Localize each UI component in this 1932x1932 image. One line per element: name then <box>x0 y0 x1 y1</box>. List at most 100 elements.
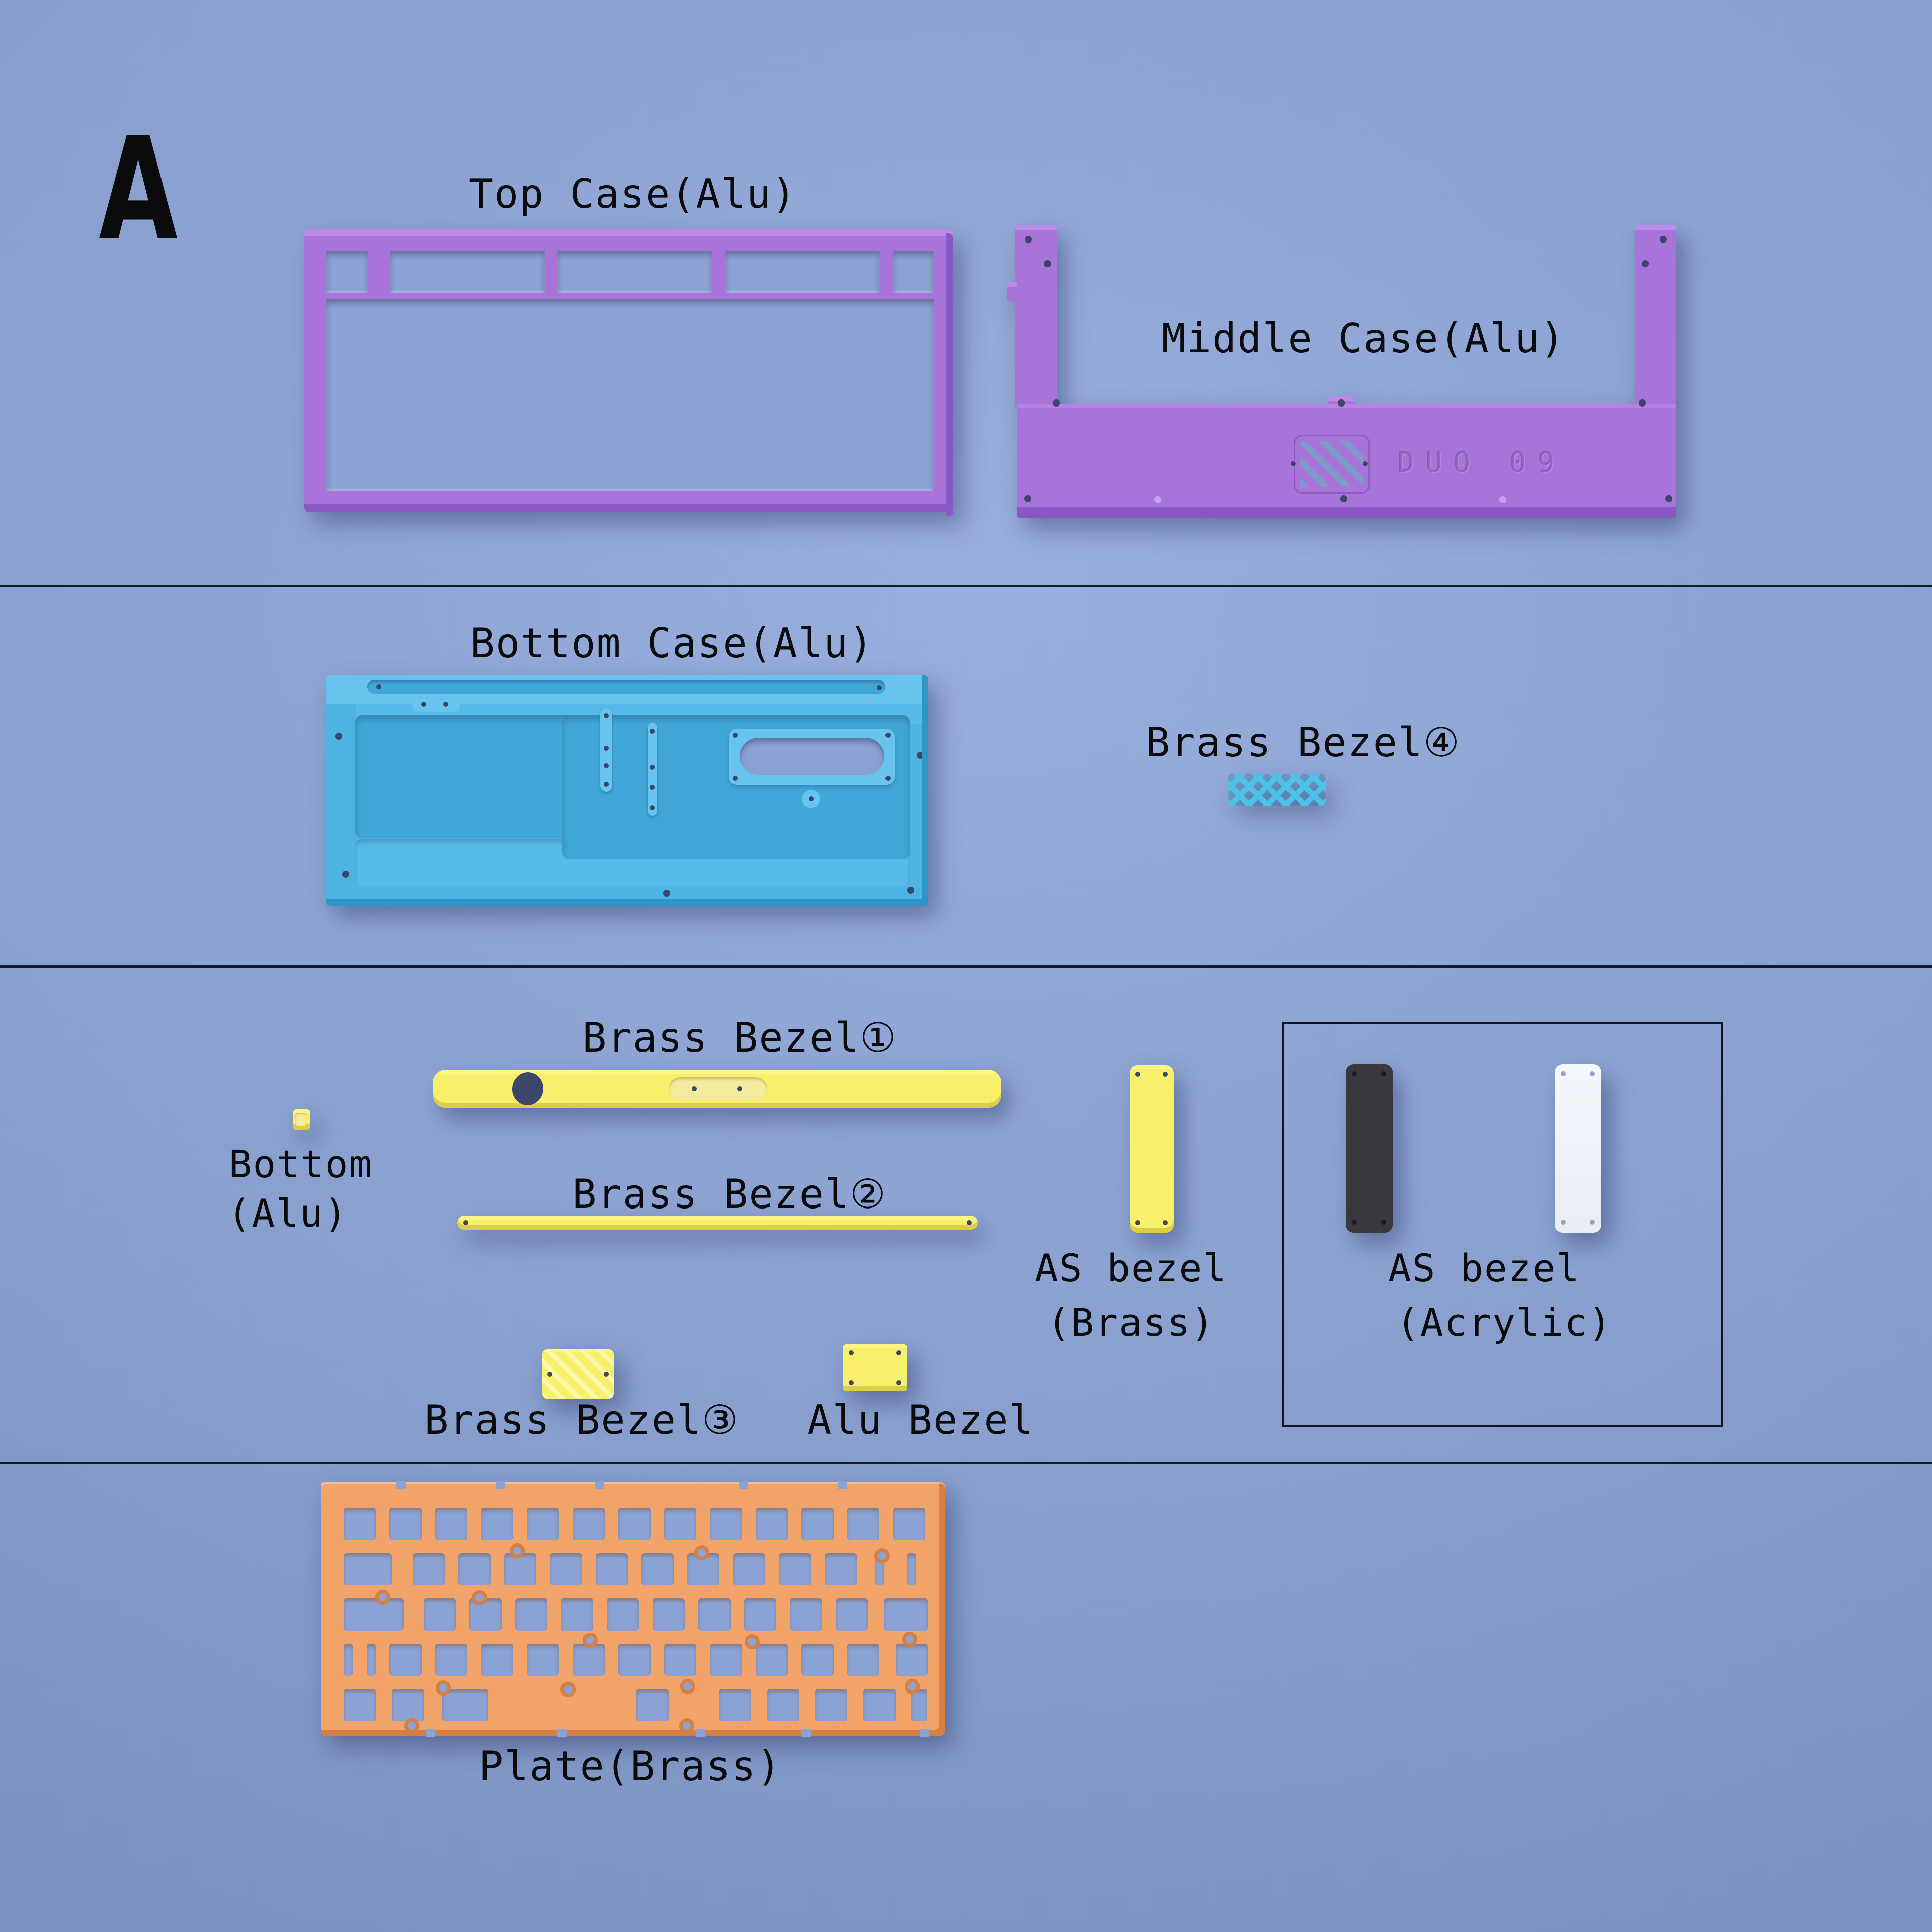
as-screw <box>1561 1071 1566 1076</box>
top-case-window-1 <box>390 251 545 293</box>
plate-switch-cutout <box>636 1689 669 1721</box>
bezel3-hole <box>604 1372 609 1377</box>
plate-switch-cutout <box>344 1644 353 1676</box>
bottom-case-bottom-bevel <box>326 899 928 906</box>
rib-hole <box>650 729 655 734</box>
brass-bezel3-part <box>542 1349 614 1399</box>
bezel1-oval-hole <box>510 1070 546 1107</box>
screw-hole <box>1338 399 1345 407</box>
brass-bezel4-label: Brass Bezel④ <box>1146 719 1461 766</box>
plate-switch-cutout <box>435 1508 467 1540</box>
as-screw <box>1561 1220 1566 1225</box>
plate-switch-cutout <box>733 1553 765 1585</box>
top-case-bottom-bevel <box>304 504 953 512</box>
screw-hole-filled <box>1499 496 1506 503</box>
screw-hole <box>1639 399 1646 407</box>
plate-switch-cutout <box>825 1553 857 1585</box>
plate-switch-cutout <box>815 1689 847 1721</box>
brass-bezel1-label: Brass Bezel① <box>582 1014 897 1061</box>
as-bezel-brass-label-line1: AS bezel <box>1034 1246 1228 1291</box>
screw-hole <box>1665 495 1672 502</box>
plate-screw-hole <box>874 1548 890 1563</box>
plate-switch-cutout <box>344 1508 376 1540</box>
plate-switch-cutout <box>836 1598 868 1631</box>
plate-switch-cutout <box>641 1553 674 1585</box>
plate-edge-notch <box>920 1729 929 1737</box>
bottom-case-channel <box>367 680 886 694</box>
screw-hole-filled <box>1154 496 1161 503</box>
plate-label: Plate(Brass) <box>479 1743 782 1790</box>
channel-hole-left <box>376 684 381 689</box>
acrylic-option-box <box>1282 1022 1723 1427</box>
alu-bezel-screw <box>849 1380 854 1385</box>
rib-hole <box>650 805 655 810</box>
as-bezel-brass-part <box>1130 1065 1174 1233</box>
as-screw <box>1163 1220 1168 1225</box>
plate-edge-notch <box>396 1481 406 1489</box>
plate-switch-cutout <box>481 1508 513 1540</box>
plate-switch-cutout <box>424 1598 456 1631</box>
screw-hole <box>1642 260 1649 267</box>
screw-hole <box>663 890 670 897</box>
plate-screw-hole <box>902 1632 917 1647</box>
plate-switch-cutout <box>801 1508 834 1540</box>
middle-case-vent <box>1294 435 1370 494</box>
plate-screw-hole <box>745 1634 760 1649</box>
plate-switch-cutout <box>664 1644 696 1676</box>
plate-edge-notch <box>426 1729 435 1737</box>
plate-switch-cutout <box>618 1508 651 1540</box>
plate-switch-cutout <box>550 1553 582 1585</box>
bottom-alu-recess <box>295 1113 306 1126</box>
bottom-case-right-bevel <box>922 675 928 906</box>
vent-screw-right <box>1363 461 1368 466</box>
plate-edge-notch <box>496 1481 505 1489</box>
plate-screw-hole <box>583 1633 598 1648</box>
alu-bezel-screw <box>896 1380 901 1385</box>
as-screw <box>1381 1220 1386 1225</box>
plate-switch-cutout <box>413 1553 445 1585</box>
as-bezel-brass-label-line2: (Brass) <box>1046 1300 1216 1345</box>
plate-switch-cutout <box>442 1689 488 1721</box>
top-case-window-small-left <box>326 251 368 293</box>
screw-hole <box>1340 495 1347 502</box>
bottom-case-label: Bottom Case(Alu) <box>470 620 874 667</box>
as-bezel-acrylic-label-line2: (Acrylic) <box>1396 1300 1613 1345</box>
daughterboard-cutout <box>740 738 884 775</box>
bezel1-recess-hole <box>692 1086 697 1091</box>
middle-case-part: DUO 09 <box>1007 225 1676 518</box>
plate-screw-hole <box>905 1679 920 1694</box>
bezel3-hole <box>547 1372 552 1377</box>
top-case-label: Top Case(Alu) <box>468 171 797 217</box>
plate-switch-cutout <box>573 1644 605 1676</box>
plate-switch-cutout <box>893 1508 925 1540</box>
plate-switch-cutout <box>847 1508 879 1540</box>
plate-screw-hole <box>694 1545 709 1560</box>
plate-switch-cutout <box>389 1508 422 1540</box>
rib-hole <box>604 763 609 768</box>
plate-screw-hole <box>680 1679 695 1694</box>
plate-switch-cutout <box>911 1689 927 1721</box>
top-case-right-bevel <box>946 233 953 516</box>
plate-edge-notch <box>557 1729 567 1737</box>
vent-screw-left <box>1291 461 1296 466</box>
plate-switch-cutout <box>527 1644 559 1676</box>
rib-hole <box>650 785 655 790</box>
plate-edge-notch <box>595 1481 604 1489</box>
plate-switch-cutout <box>884 1598 928 1631</box>
screw-hole <box>907 887 914 894</box>
plate-switch-cutout <box>596 1553 628 1585</box>
screw-hole <box>1025 236 1032 243</box>
bottom-alu-label-line1: Bottom <box>228 1142 373 1186</box>
plate-switch-cutout <box>767 1689 799 1721</box>
plate-switch-cutout <box>344 1598 404 1631</box>
brass-bezel4-part <box>1228 774 1326 806</box>
top-case-main-opening <box>326 299 934 491</box>
screw-hole <box>335 733 342 740</box>
plate-screw-hole <box>560 1682 576 1697</box>
plate-switch-cutout <box>367 1644 376 1676</box>
alu-bezel-part <box>843 1344 907 1391</box>
rib-hole <box>650 765 655 770</box>
as-screw <box>1135 1072 1140 1077</box>
as-screw <box>1381 1071 1386 1076</box>
plate-switch-cutout <box>698 1598 731 1631</box>
